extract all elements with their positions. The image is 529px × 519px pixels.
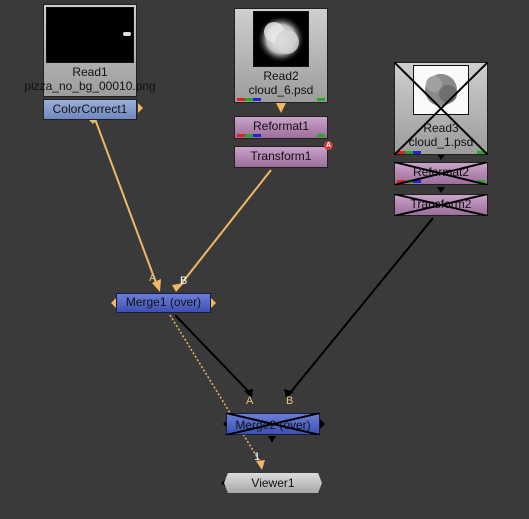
read2-file: cloud_6.psd — [248, 83, 314, 97]
read1-thumbnail — [46, 7, 134, 63]
reformat2-label: Reformat2 — [412, 165, 470, 179]
arrow-read3-reformat2 — [437, 154, 445, 160]
viewer1-node[interactable]: Viewer1 — [224, 473, 322, 493]
colorcorrect1-side-arrow — [138, 103, 143, 113]
read3-channel-blue — [413, 151, 421, 154]
read3-file: cloud_1.psd — [408, 135, 474, 149]
colorcorrect1-node[interactable]: ColorCorrect1 — [43, 99, 137, 120]
reformat1-channel-blue — [253, 134, 261, 137]
merge1-input-a-label: A — [149, 272, 157, 284]
merge1-node[interactable]: Merge1 (over) — [116, 293, 211, 313]
pipe-transform1-merge1 — [177, 169, 272, 289]
pipe-merge1-merge2 — [174, 314, 251, 394]
read1-name: Read1 — [72, 65, 108, 79]
viewer1-input-label: 1 — [254, 451, 261, 463]
reformat2-channel-green — [405, 180, 413, 183]
pipe-merge1-viewer1 — [169, 314, 263, 466]
merge2-right-arrow — [320, 419, 325, 429]
reformat2-channel-blue — [413, 180, 421, 183]
cloud-thumbnail-image — [257, 15, 305, 63]
pipe-transform2-merge2 — [289, 217, 434, 394]
reformat1-channel-alpha — [317, 134, 325, 137]
arrow-merge2-a — [244, 389, 253, 398]
arrow-merge2-b — [284, 389, 294, 398]
read3-node[interactable]: Read3 cloud_1.psd — [394, 62, 488, 155]
transform1-badge: A — [324, 141, 333, 150]
reformat2-channel-red — [397, 180, 405, 183]
read3-channel-red — [397, 151, 405, 154]
arrow-read2-reformat1 — [276, 103, 286, 113]
read3-thumbnail — [413, 65, 469, 115]
reformat1-channel-red — [237, 134, 245, 137]
reformat2-channel-alpha — [477, 180, 485, 183]
pizza-thumbnail-speck — [123, 32, 131, 36]
merge1-input-b-label: B — [180, 275, 188, 287]
read1-file: pizza_no_bg_00010.png — [24, 79, 156, 93]
merge1-left-arrow — [111, 298, 116, 308]
read3-name: Read3 — [423, 121, 459, 135]
reformat2-node[interactable]: Reformat2 — [394, 162, 488, 185]
transform2-node[interactable]: Transform2 — [394, 194, 488, 216]
read2-channel-blue — [253, 98, 261, 101]
viewer1-left-arrow — [221, 479, 226, 487]
read2-name: Read2 — [263, 69, 299, 83]
merge2-input-b-label: B — [286, 395, 294, 407]
read3-channel-alpha — [477, 151, 485, 154]
merge2-node[interactable]: Merge2 (over) — [226, 413, 320, 435]
arrow-merge1-a — [152, 279, 161, 292]
arrow-reformat2-transform2 — [437, 187, 445, 193]
colorcorrect1-bottom-arrow — [88, 119, 98, 124]
arrow-viewer1 — [256, 460, 265, 470]
read1-node[interactable]: Read1 pizza_no_bg_00010.png — [24, 4, 156, 97]
merge2-input-a-label: A — [246, 395, 254, 407]
read3-channel-green — [405, 151, 413, 154]
read2-channel-red — [237, 98, 245, 101]
arrow-merge1-b — [172, 283, 184, 292]
pipe-colorcorrect1-merge1 — [94, 118, 159, 289]
read2-node[interactable]: Read2 cloud_6.psd — [234, 8, 328, 103]
reformat1-label: Reformat1 — [252, 119, 310, 133]
read2-channel-green — [245, 98, 253, 101]
merge1-right-arrow — [211, 298, 216, 308]
reformat1-node[interactable]: Reformat1 — [234, 116, 328, 139]
read2-thumbnail — [253, 11, 309, 67]
reformat1-channel-green — [245, 134, 253, 137]
arrow-merge2-out — [268, 436, 276, 442]
transform1-node[interactable]: Transform1 — [234, 146, 328, 168]
cloud-thumbnail-image-2 — [425, 74, 457, 106]
read2-channel-alpha — [317, 98, 325, 101]
